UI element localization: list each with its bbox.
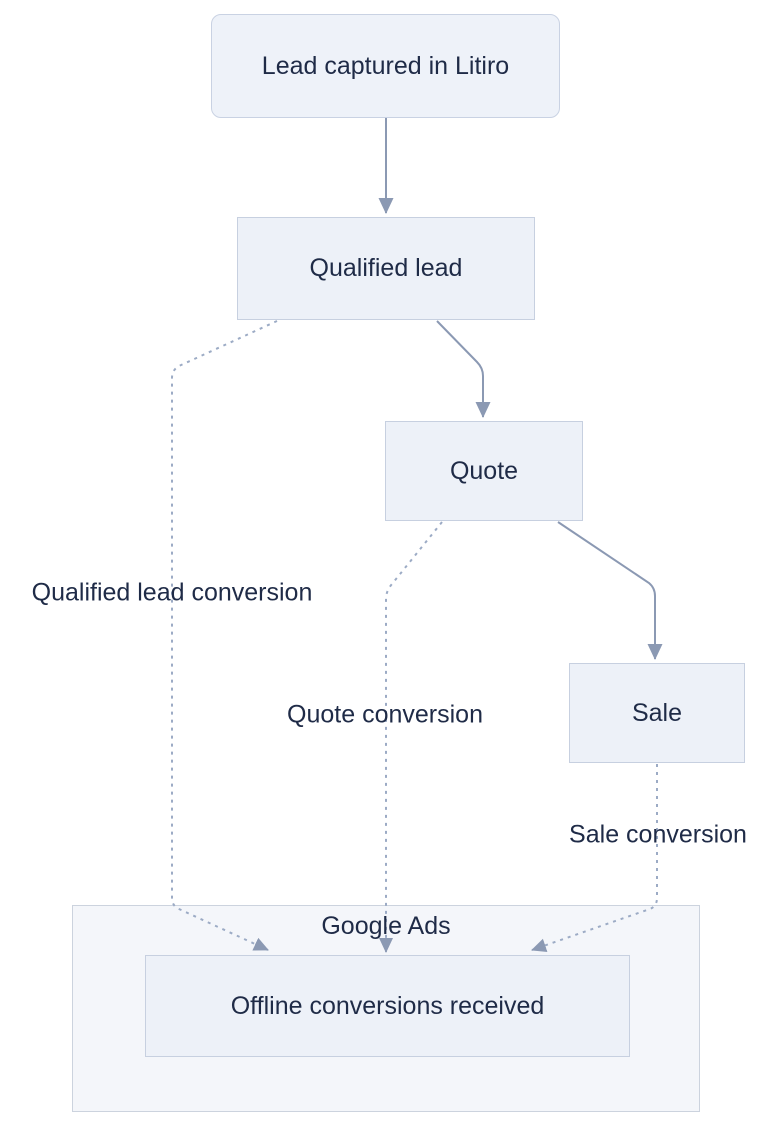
node-offline-conversions-label: Offline conversions received: [230, 991, 545, 1020]
node-lead-captured-label: Lead captured in Litiro: [261, 51, 510, 80]
node-qualified-lead: Qualified lead: [237, 217, 535, 320]
edge-quote-to-offline: [379, 521, 443, 953]
edge-qualified-to-quote: [436, 320, 491, 418]
node-quote-label: Quote: [449, 456, 519, 485]
edge-qualified-to-offline: [171, 320, 278, 951]
edge-label-qualified-lead-conversion: Qualified lead conversion: [31, 578, 313, 607]
edge-label-quote-conversion: Quote conversion: [287, 700, 483, 729]
node-sale-label: Sale: [631, 698, 683, 727]
edge-quote-to-sale: [557, 521, 663, 660]
node-sale: Sale: [569, 663, 745, 763]
node-offline-conversions: Offline conversions received: [145, 955, 630, 1057]
edge-label-sale-conversion: Sale conversion: [569, 820, 747, 849]
node-lead-captured: Lead captured in Litiro: [211, 14, 560, 118]
cluster-google-ads-title: Google Ads: [321, 912, 451, 940]
node-quote: Quote: [385, 421, 583, 521]
node-qualified-lead-label: Qualified lead: [309, 254, 463, 282]
